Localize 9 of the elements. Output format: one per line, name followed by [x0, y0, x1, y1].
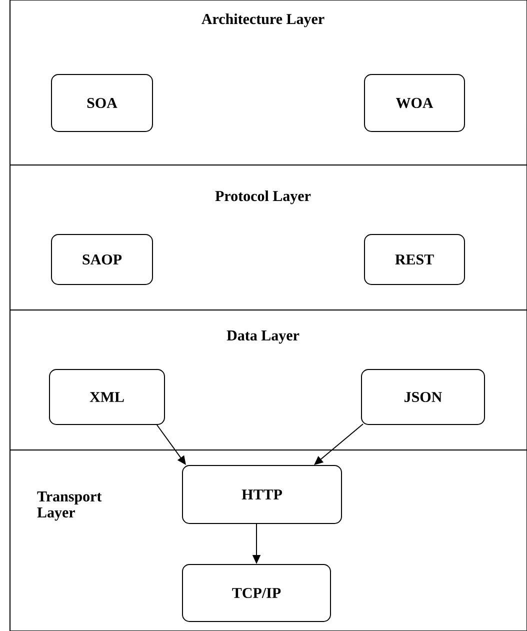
process-box: SAOP — [51, 234, 153, 285]
arrow — [314, 424, 364, 465]
process-box: WOA — [364, 74, 465, 132]
process-box: TCP/IP — [182, 564, 331, 622]
process-box: HTTP — [182, 465, 342, 524]
process-box: JSON — [361, 369, 485, 425]
process-box: XML — [49, 369, 165, 425]
process-box: REST — [364, 234, 465, 285]
process-box: SOA — [51, 74, 153, 132]
